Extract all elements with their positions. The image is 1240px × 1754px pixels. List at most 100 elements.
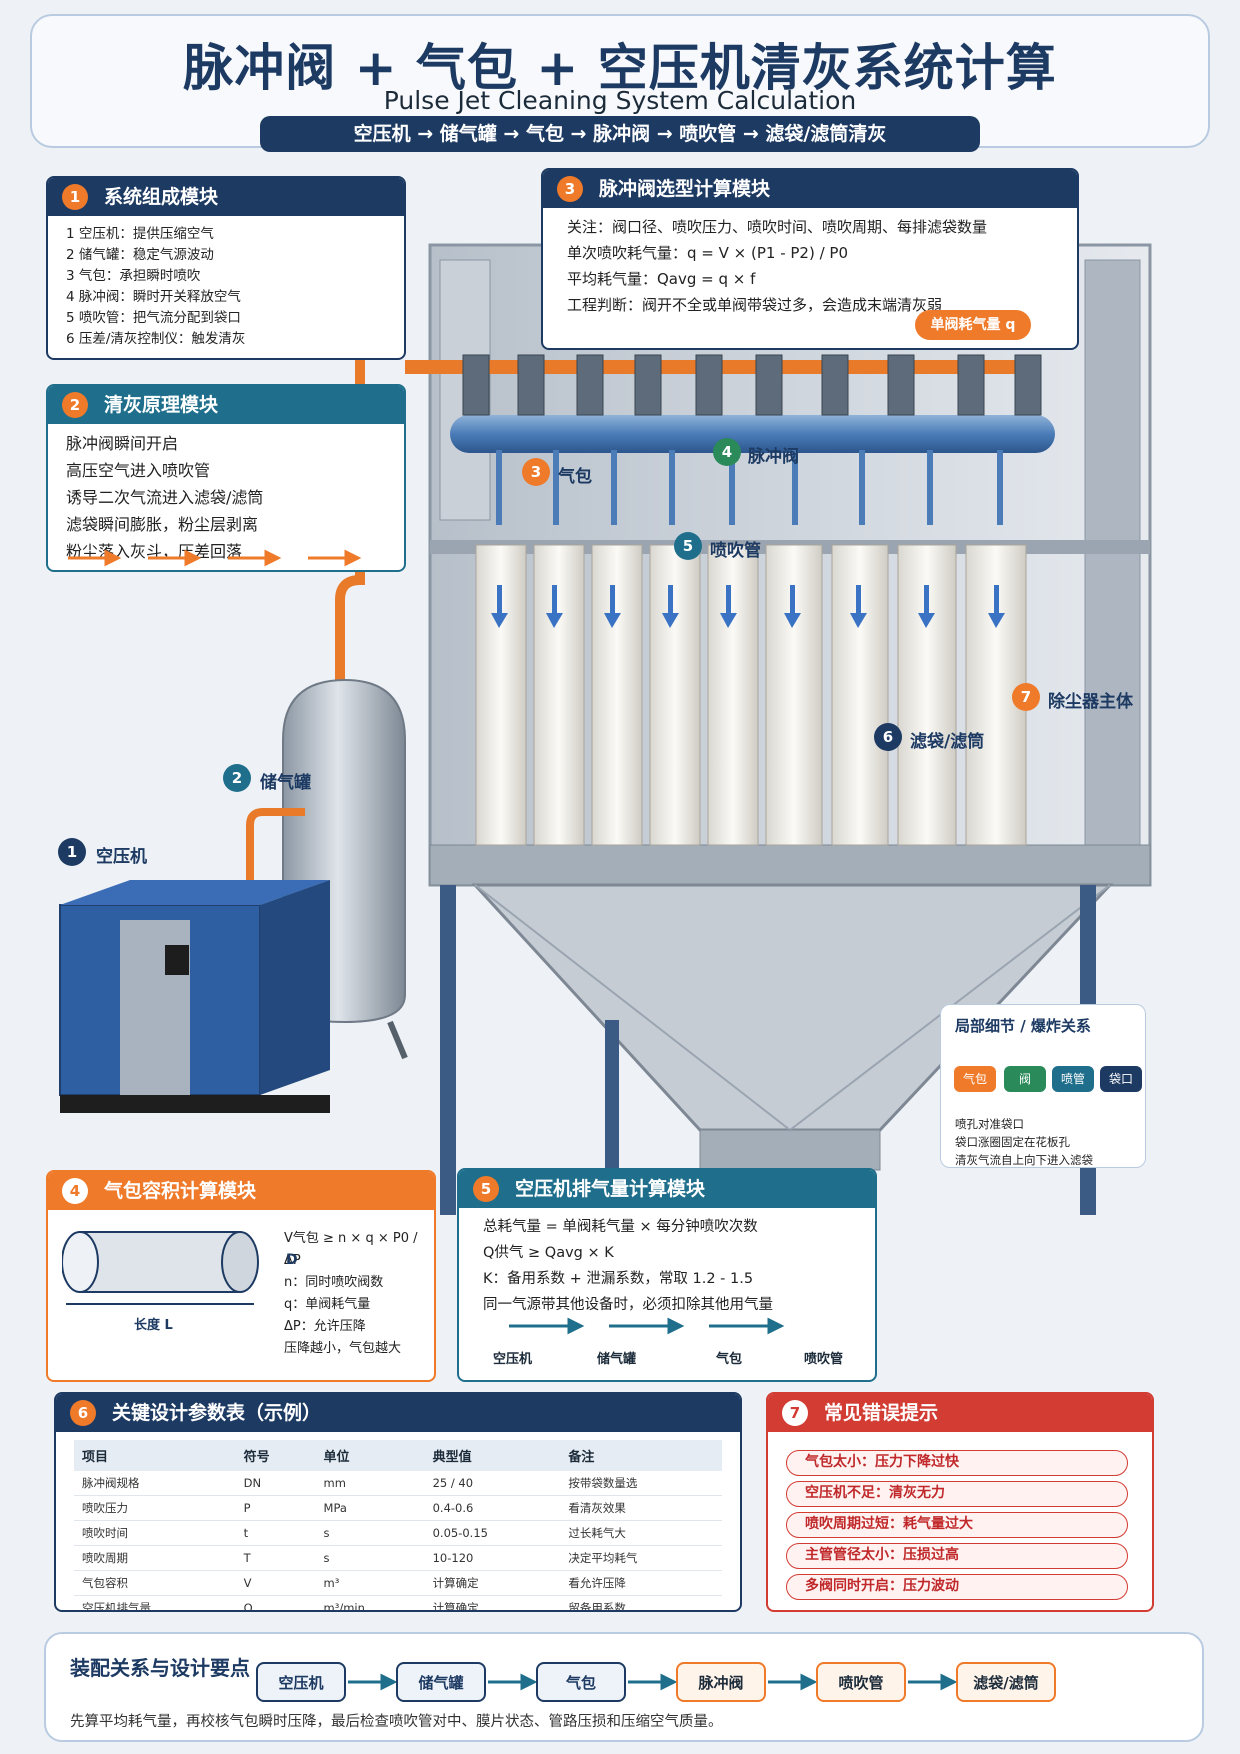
air-header xyxy=(450,415,1055,453)
footer-chain-item: 喷吹管 xyxy=(816,1662,906,1702)
table-cell: 看允许压降 xyxy=(560,1570,722,1596)
table-header: 项目 xyxy=(74,1440,236,1471)
table-cell: 气包容积 xyxy=(74,1570,236,1596)
module4-line: q：单阀耗气量 xyxy=(284,1297,371,1312)
filter-cartridges xyxy=(475,544,1027,846)
table-cell: 按带袋数量选 xyxy=(560,1471,722,1496)
error-item: 喷吹周期过短：耗气量过大 xyxy=(786,1512,1128,1538)
module1-number: 1 xyxy=(62,184,88,210)
table-cell: 10-120 xyxy=(424,1545,561,1571)
module5-card: 5 空压机排气量计算模块 总耗气量 = 单阀耗气量 × 每分钟喷吹次数 Q供气 ≥… xyxy=(457,1168,877,1382)
table-cell: 空压机排气量 xyxy=(74,1595,236,1610)
detail-chain-item: 阀 xyxy=(1004,1066,1046,1092)
module2-number: 2 xyxy=(62,392,88,418)
blowpipe-number: 5 xyxy=(674,532,702,560)
module6-title: 关键设计参数表（示例） xyxy=(112,1402,322,1424)
blowpipe-label: 喷吹管 xyxy=(710,541,761,561)
footer-chain-item: 脉冲阀 xyxy=(676,1662,766,1702)
module3-line: 关注：阀口径、喷吹压力、喷吹时间、喷吹周期、每排滤袋数量 xyxy=(567,218,988,236)
valve-label: 脉冲阀 xyxy=(748,447,799,467)
module5-title: 空压机排气量计算模块 xyxy=(515,1178,706,1200)
footer-chain-item: 空压机 xyxy=(256,1662,346,1702)
table-header: 备注 xyxy=(560,1440,722,1471)
table-header: 符号 xyxy=(235,1440,316,1471)
error-item: 主管管径太小：压损过高 xyxy=(786,1543,1128,1569)
filter-number: 6 xyxy=(874,723,902,751)
supply-flow-item: 气包 xyxy=(716,1352,743,1367)
detail-title: 局部细节 / 爆炸关系 xyxy=(955,1017,1091,1035)
module1-line: 3 气包：承担瞬时喷吹 xyxy=(66,268,201,284)
footer-note: 先算平均耗气量，再校核气包瞬时压降，最后检查喷吹管对中、膜片状态、管路压损和压缩… xyxy=(70,1714,723,1730)
module1-line: 5 喷吹管：把气流分配到袋口 xyxy=(66,310,241,326)
table-cell: 0.05-0.15 xyxy=(424,1520,561,1546)
tank-label: 储气罐 xyxy=(260,773,311,793)
detail-chain-item: 气包 xyxy=(954,1066,996,1092)
module7-title: 常见错误提示 xyxy=(824,1402,939,1424)
table-cell: 喷吹压力 xyxy=(74,1495,236,1521)
detail-line: 袋口涨圈固定在花板孔 xyxy=(955,1135,1070,1149)
table-cell: m³/min xyxy=(315,1595,425,1610)
table-cell: m³ xyxy=(315,1570,425,1596)
table-cell: s xyxy=(315,1520,425,1546)
module4-line: ΔP：允许压降 xyxy=(284,1319,366,1334)
table-cell: 25 / 40 xyxy=(424,1471,561,1496)
module4-number: 4 xyxy=(62,1178,88,1204)
module3-title: 脉冲阀选型计算模块 xyxy=(599,178,771,200)
module1-line: 4 脉冲阀：瞬时开关释放空气 xyxy=(66,289,241,305)
valve-number: 4 xyxy=(713,438,741,466)
tank-number: 2 xyxy=(223,764,251,792)
air-header-cylinder xyxy=(62,1231,259,1305)
module2-line: 脉冲阀瞬间开启 xyxy=(66,434,179,453)
module2-line: 高压空气进入喷吹管 xyxy=(66,461,211,480)
table-cell: 喷吹时间 xyxy=(74,1520,236,1546)
valve-consumption-badge: 单阀耗气量 q xyxy=(915,310,1031,340)
table-cell: DN xyxy=(235,1471,316,1496)
table-cell: 留备用系数 xyxy=(560,1595,722,1610)
detail-chain-item: 喷管 xyxy=(1052,1066,1094,1092)
footer-flow-arrows xyxy=(348,1673,958,1691)
table-cell: MPa xyxy=(315,1495,425,1521)
page-subtitle: Pulse Jet Cleaning System Calculation xyxy=(383,86,857,115)
module1-title: 系统组成模块 xyxy=(104,186,219,208)
module4-line: n：同时喷吹阀数 xyxy=(284,1275,384,1290)
error-item: 空压机不足：清灰无力 xyxy=(786,1481,1128,1507)
table-cell: 决定平均耗气 xyxy=(560,1545,722,1571)
table-cell: 计算确定 xyxy=(424,1595,561,1610)
table-cell: T xyxy=(235,1545,316,1571)
table-cell: 喷吹周期 xyxy=(74,1545,236,1571)
module3-number: 3 xyxy=(557,176,583,202)
module5-line: 同一气源带其他设备时，必须扣除其他用气量 xyxy=(483,1297,773,1313)
module5-line: 总耗气量 = 单阀耗气量 × 每分钟喷吹次数 xyxy=(483,1219,758,1235)
supply-flow-item: 空压机 xyxy=(493,1352,533,1367)
page-title: 脉冲阀 + 气包 + 空压机清灰系统计算 xyxy=(183,39,1057,97)
table-cell: V xyxy=(235,1570,316,1596)
table-cell: Q xyxy=(235,1595,316,1610)
module3-line: 工程判断：阀开不全或单阀带袋过多，会造成末端清灰弱 xyxy=(567,296,943,314)
module2-line: 滤袋瞬间膨胀，粉尘层剥离 xyxy=(66,515,259,534)
module5-number: 5 xyxy=(473,1176,499,1202)
header-pipe-number: 3 xyxy=(522,458,550,486)
detail-line: 喷孔对准袋口 xyxy=(955,1117,1024,1131)
table-cell: 过长耗气大 xyxy=(560,1520,722,1546)
header-pipe-label: 气包 xyxy=(558,467,592,487)
process-flow-bar: 空压机 → 储气罐 → 气包 → 脉冲阀 → 喷吹管 → 滤袋/滤筒清灰 xyxy=(260,116,980,152)
body-label: 除尘器主体 xyxy=(1048,692,1133,712)
detail-line: 清灰气流自上向下进入滤袋 xyxy=(955,1153,1093,1167)
module5-line: Q供气 ≥ Qavg × K xyxy=(483,1245,614,1261)
body-number: 7 xyxy=(1012,683,1040,711)
footer-chain-item: 滤袋/滤筒 xyxy=(956,1662,1056,1702)
table-cell: 计算确定 xyxy=(424,1570,561,1596)
module7-number: 7 xyxy=(782,1400,808,1426)
table-cell: 看清灰效果 xyxy=(560,1495,722,1521)
module4-formula: V气包 ≥ n × q × P0 / ΔP xyxy=(284,1231,418,1268)
module4-title: 气包容积计算模块 xyxy=(104,1180,257,1202)
